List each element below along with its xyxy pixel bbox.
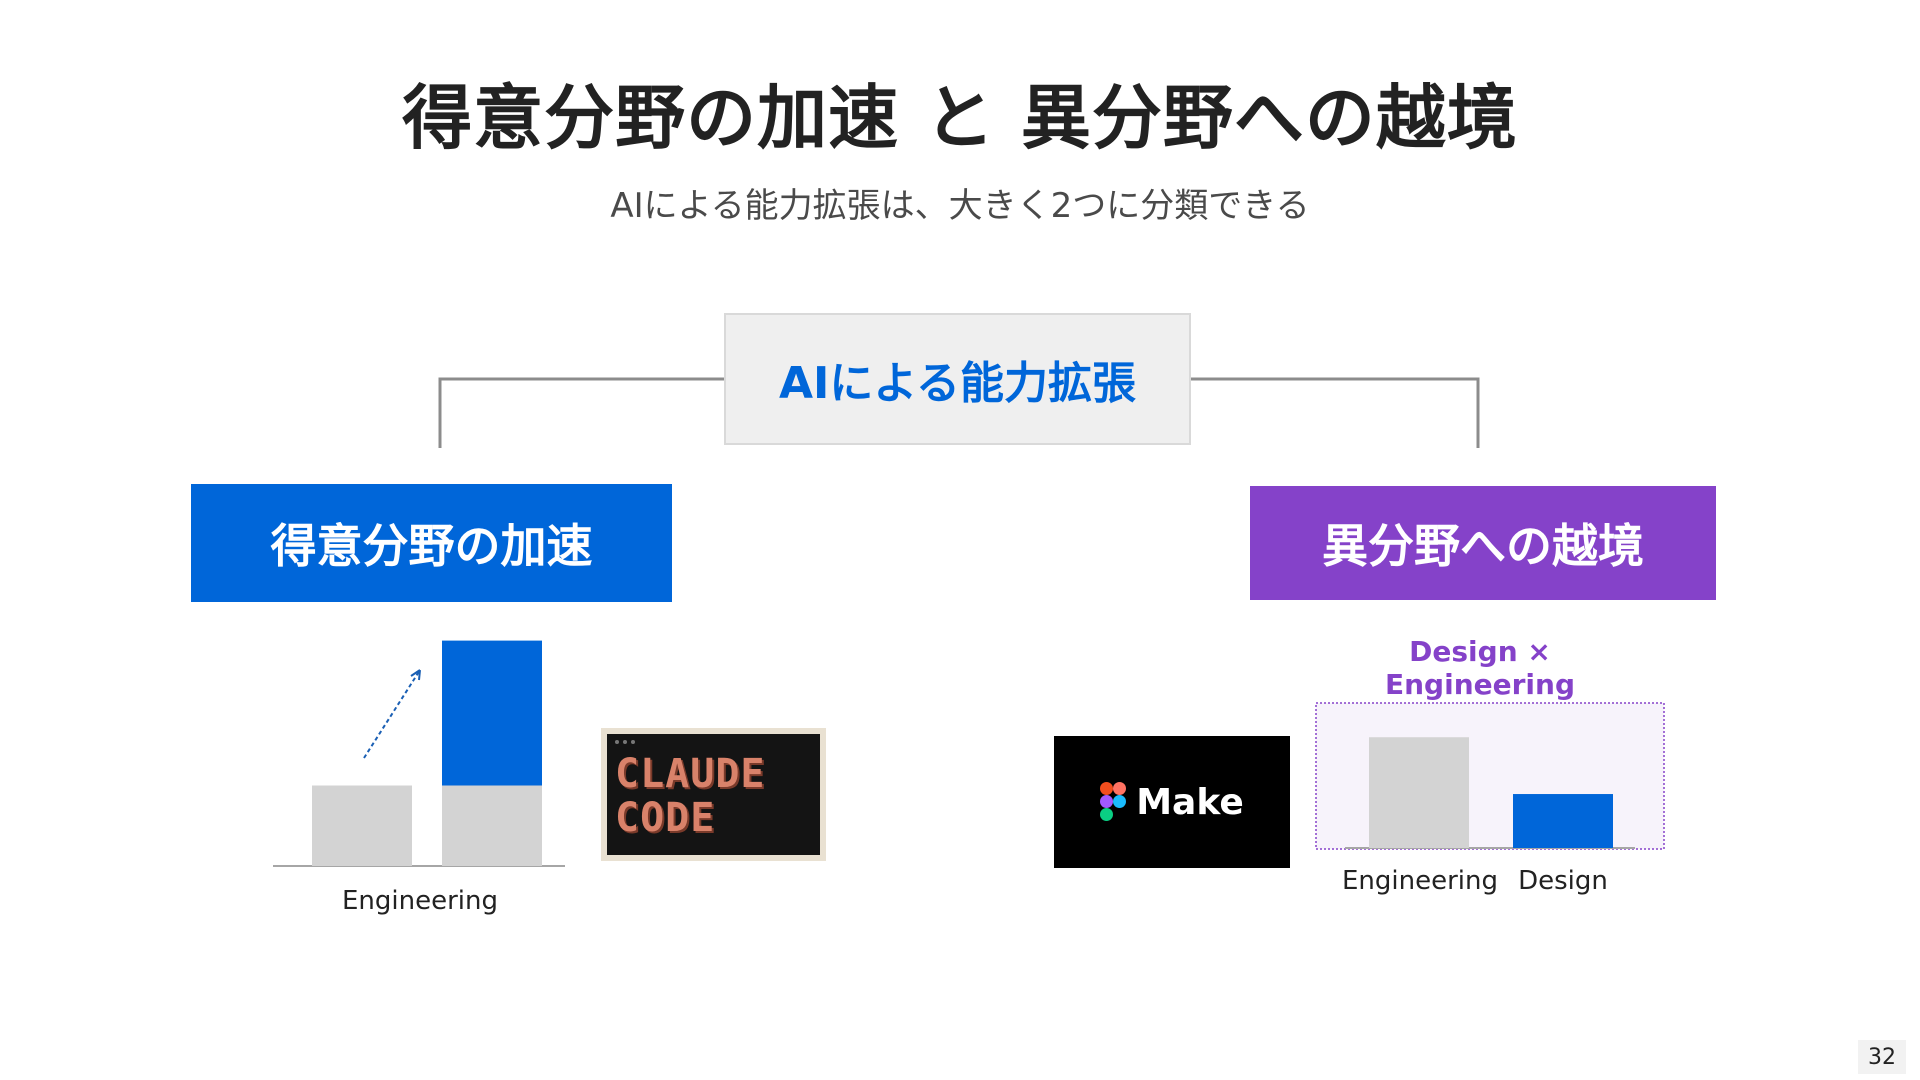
branch-left-label: 得意分野の加速 bbox=[270, 519, 593, 573]
bar-engineering-before bbox=[312, 785, 412, 866]
branch-right-label: 異分野への越境 bbox=[1322, 519, 1644, 573]
root-node-label: AIによる能力拡張 bbox=[778, 358, 1137, 409]
growth-arrow bbox=[363, 669, 421, 759]
claude-code-logo: CLAUDE CODE bbox=[601, 728, 826, 861]
chart-right-tick-design: Design bbox=[1518, 866, 1608, 896]
growth-arrow-head bbox=[410, 669, 421, 681]
connector-right bbox=[1191, 377, 1480, 448]
root-node: AIによる能力拡張 bbox=[724, 313, 1191, 445]
terminal-dots-icon bbox=[615, 740, 635, 744]
figma-icon bbox=[1100, 782, 1127, 821]
figma-make-logo: Make bbox=[1054, 736, 1290, 868]
claude-code-line1: CLAUDE bbox=[615, 751, 766, 797]
combo-label: Design × Engineering bbox=[1385, 635, 1575, 701]
make-label: Make bbox=[1136, 781, 1244, 823]
bar-engineering-base bbox=[442, 785, 542, 866]
engineering-boost-chart bbox=[273, 640, 565, 867]
branch-accelerate-expertise: 得意分野の加速 bbox=[191, 484, 672, 602]
bar-engineering-boost bbox=[442, 640, 542, 786]
bar-design bbox=[1513, 794, 1613, 848]
design-engineering-chart bbox=[1315, 702, 1665, 850]
slide-title: 得意分野の加速 と 異分野への越境 bbox=[402, 77, 1518, 159]
connector-left bbox=[438, 377, 724, 448]
slide-subtitle: AIによる能力拡張は、大きく2つに分類できる bbox=[610, 186, 1310, 226]
branch-cross-domain: 異分野への越境 bbox=[1250, 486, 1716, 600]
claude-code-terminal: CLAUDE CODE bbox=[607, 734, 820, 855]
page-number: 32 bbox=[1858, 1040, 1906, 1074]
claude-code-line2: CODE bbox=[615, 795, 716, 841]
chart-right-tick-engineering: Engineering bbox=[1342, 866, 1498, 896]
bar-engineering bbox=[1369, 737, 1469, 848]
chart-left-tick-engineering: Engineering bbox=[342, 886, 498, 916]
